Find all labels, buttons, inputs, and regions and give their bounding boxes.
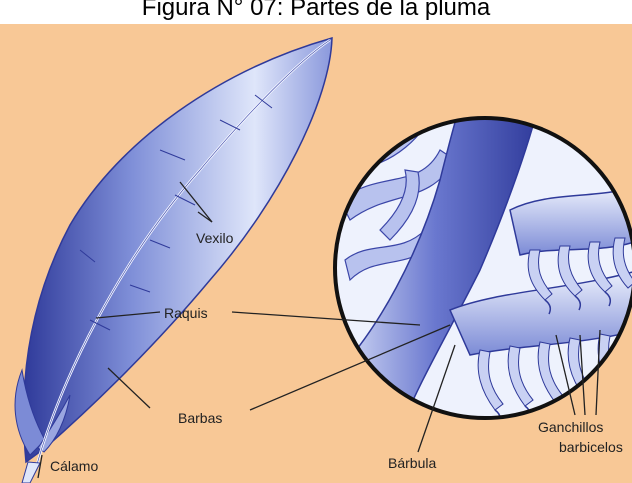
diagram-panel: Vexilo Raquis Barbas Cálamo Bárbula Ganc… xyxy=(0,24,632,483)
label-barbas: Barbas xyxy=(178,410,222,426)
label-vexilo: Vexilo xyxy=(196,230,234,246)
label-calamo: Cálamo xyxy=(50,458,98,474)
label-barbicelos: barbicelos xyxy=(559,439,623,455)
label-raquis: Raquis xyxy=(164,305,208,321)
label-barbula: Bárbula xyxy=(388,455,436,471)
figure-title: Figura N° 07: Partes de la pluma xyxy=(0,0,632,20)
label-ganchillos: Ganchillos xyxy=(538,419,603,435)
